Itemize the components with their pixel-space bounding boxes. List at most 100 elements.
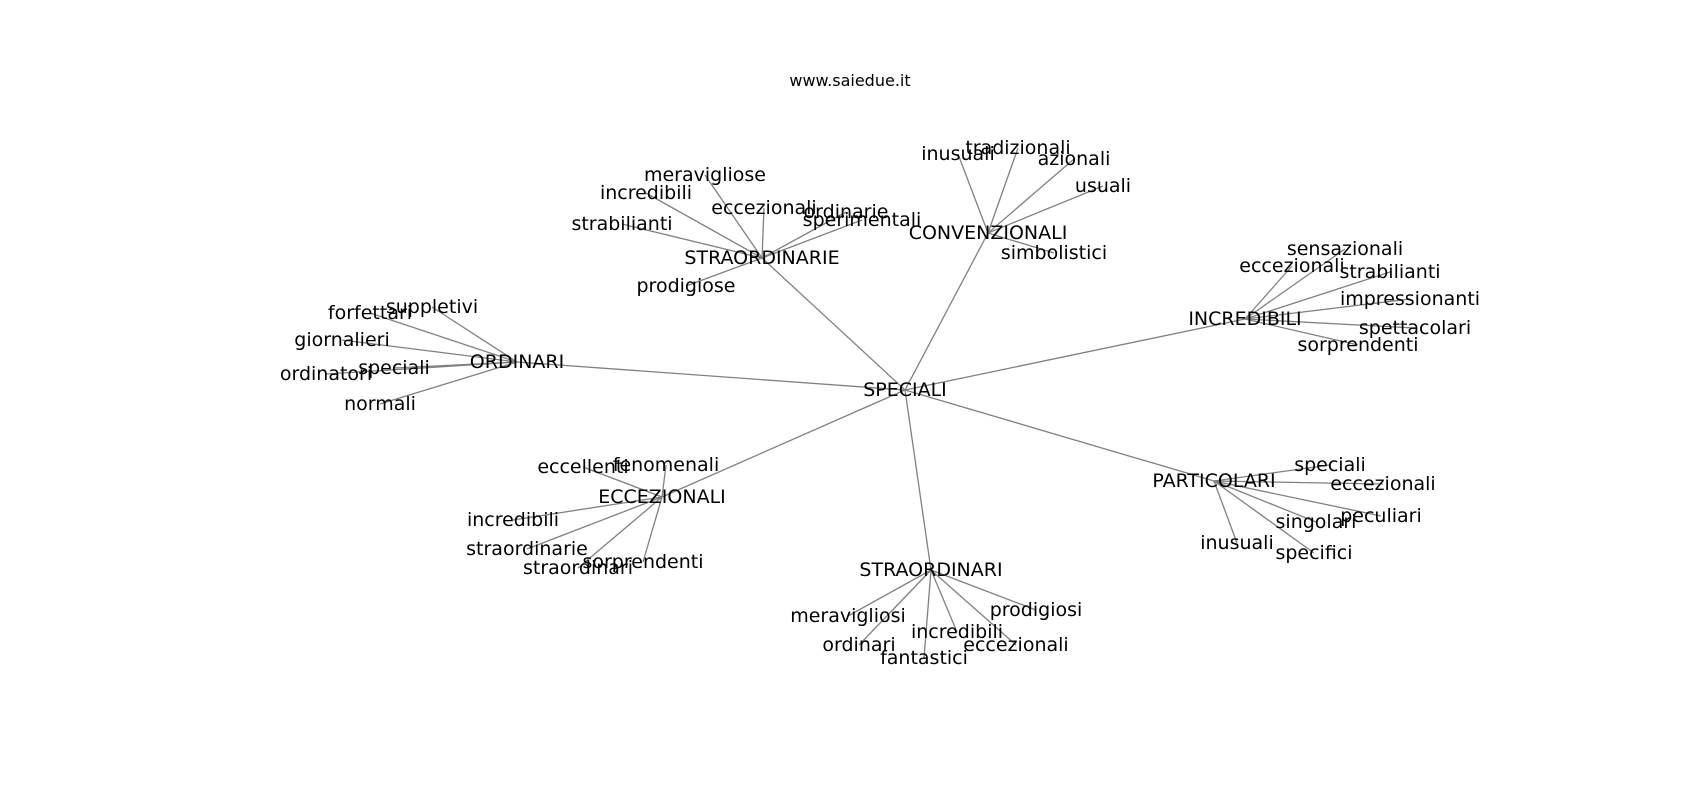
edge-hub-leaf xyxy=(987,185,1104,234)
leaf-node-label: sensazionali xyxy=(1287,238,1403,260)
leaf-node-label: simbolistici xyxy=(1001,242,1107,264)
edge-center-hub xyxy=(904,318,1246,391)
leaf-node-label: incredibili xyxy=(600,182,692,204)
edge-hub-leaf xyxy=(761,207,765,259)
leaf-node-label: singolari xyxy=(1276,511,1357,533)
leaf-node-label: giornalieri xyxy=(294,329,389,351)
leaf-node-label: speciali xyxy=(1294,454,1366,476)
edge-hub-leaf xyxy=(645,192,763,259)
edge-hub-leaf xyxy=(987,147,1019,234)
leaf-node-label: inusuali xyxy=(1200,532,1274,554)
edge-hub-leaf xyxy=(1244,318,1359,346)
leaf-node-label: ordinarie xyxy=(804,201,889,223)
edge-hub-leaf xyxy=(582,466,663,498)
edge-center-hub xyxy=(761,257,906,391)
leaf-node-label: incredibili xyxy=(467,509,559,531)
edges-layer xyxy=(325,147,1416,659)
edge-hub-leaf xyxy=(369,312,518,363)
edge-hub-leaf xyxy=(858,569,932,646)
edge-hub-leaf xyxy=(957,153,989,234)
hub-node-label: CONVENZIONALI xyxy=(909,222,1068,244)
edge-hub-leaf xyxy=(379,361,518,405)
leaf-node-label: azionali xyxy=(1038,148,1111,170)
leaf-node-label: meravigliosi xyxy=(790,605,906,627)
leaf-node-label: sorprendenti xyxy=(1297,334,1418,356)
edge-hub-leaf xyxy=(621,223,763,259)
labels-layer: SPECIALISTRAORDINARIEmeraviglioseincredi… xyxy=(280,137,1480,669)
leaf-node-label: eccezionali xyxy=(1239,255,1344,277)
hub-node-label: ECCEZIONALI xyxy=(598,486,726,508)
leaf-node-label: prodigiosi xyxy=(990,599,1083,621)
leaf-node-label: incredibili xyxy=(911,621,1003,643)
edge-center-hub xyxy=(904,389,932,571)
edge-hub-leaf xyxy=(1244,265,1293,320)
leaf-node-label: inusuali xyxy=(921,143,995,165)
leaf-node-label: eccezionali xyxy=(1330,473,1435,495)
leaf-node-label: tradizionali xyxy=(965,137,1070,159)
edge-hub-leaf xyxy=(761,219,863,259)
center-node-label: SPECIALI xyxy=(863,379,947,401)
edge-hub-leaf xyxy=(1244,318,1416,329)
leaf-node-label: straordinari xyxy=(523,557,633,579)
edge-hub-leaf xyxy=(987,232,1055,254)
leaf-node-label: meravigliose xyxy=(644,164,766,186)
leaf-node-label: fenomenali xyxy=(613,454,720,476)
edge-hub-leaf xyxy=(1244,271,1391,320)
hub-node-label: ORDINARI xyxy=(470,351,564,373)
leaf-node-label: peculiari xyxy=(1340,505,1422,527)
leaf-node-label: eccellenti xyxy=(537,456,628,478)
leaf-node-label: spettacolari xyxy=(1359,317,1471,339)
edge-hub-leaf xyxy=(526,496,663,550)
leaf-node-label: ordinatori xyxy=(280,363,372,385)
leaf-node-label: eccezionali xyxy=(963,634,1068,656)
leaf-node-label: straordinarie xyxy=(466,538,588,560)
leaf-node-label: normali xyxy=(344,393,416,415)
edge-center-hub xyxy=(516,361,906,391)
edge-hub-leaf xyxy=(431,306,518,363)
edge-hub-leaf xyxy=(642,496,663,563)
edge-hub-leaf xyxy=(1213,480,1382,517)
leaf-node-label: specifici xyxy=(1275,542,1352,564)
hub-node-label: STRAORDINARIE xyxy=(684,247,839,269)
edge-hub-leaf xyxy=(341,339,518,363)
edge-center-hub xyxy=(904,389,1215,482)
edge-center-hub xyxy=(661,389,906,498)
edge-hub-leaf xyxy=(1244,248,1346,320)
edge-hub-leaf xyxy=(847,569,932,617)
leaf-node-label: strabilianti xyxy=(1339,261,1440,283)
leaf-node-label: ordinari xyxy=(822,634,895,656)
leaf-node-label: prodigiose xyxy=(637,275,736,297)
edge-hub-leaf xyxy=(1213,480,1384,485)
leaf-node-label: impressionanti xyxy=(1340,288,1480,310)
leaf-node-label: forfettari xyxy=(328,302,412,324)
edge-hub-leaf xyxy=(1244,298,1411,320)
edge-center-hub xyxy=(904,232,989,391)
site-title: www.saiedue.it xyxy=(789,71,911,90)
hub-node-label: STRAORDINARI xyxy=(859,559,1002,581)
edge-hub-leaf xyxy=(704,174,763,259)
edge-hub-leaf xyxy=(577,496,663,569)
leaf-node-label: strabilianti xyxy=(571,213,672,235)
leaf-node-label: suppletivi xyxy=(386,296,478,318)
hub-node-label: INCREDIBILI xyxy=(1188,308,1301,330)
edge-hub-leaf xyxy=(761,211,847,259)
edge-hub-leaf xyxy=(1213,480,1315,554)
leaf-node-label: usuali xyxy=(1075,175,1131,197)
edge-hub-leaf xyxy=(1213,480,1317,523)
edge-hub-leaf xyxy=(512,496,663,521)
edge-hub-leaf xyxy=(325,361,518,375)
leaf-node-label: sperimentali xyxy=(803,209,922,231)
edge-hub-leaf xyxy=(987,158,1075,234)
edge-hub-leaf xyxy=(685,257,763,287)
edge-hub-leaf xyxy=(930,569,1037,611)
edge-hub-leaf xyxy=(661,464,667,498)
leaf-node-label: eccezionali xyxy=(711,197,816,219)
leaf-node-label: fantastici xyxy=(880,647,968,669)
edge-hub-leaf xyxy=(1213,480,1238,544)
edge-hub-leaf xyxy=(1213,464,1331,482)
leaf-node-label: sorprendenti xyxy=(582,551,703,573)
edge-hub-leaf xyxy=(930,569,1017,646)
leaf-node-label: speciali xyxy=(358,357,430,379)
hub-node-label: PARTICOLARI xyxy=(1152,470,1275,492)
